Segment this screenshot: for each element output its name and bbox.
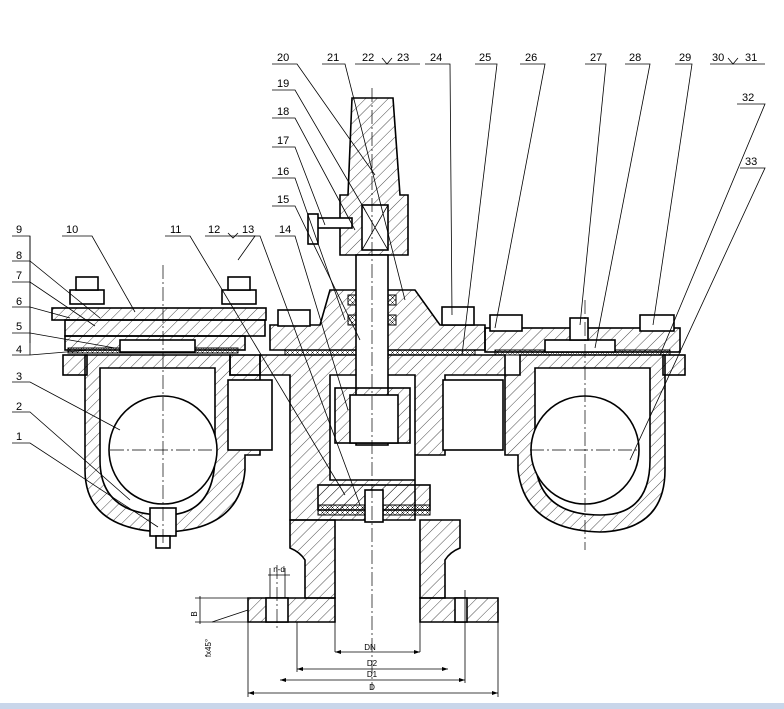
callout-1: 1 (16, 431, 22, 443)
callout-24: 24 (430, 52, 442, 64)
callout-20: 20 (277, 52, 289, 64)
leader-lines (12, 63, 766, 528)
callout-23: 23 (397, 52, 409, 64)
dim-d1: D1 (367, 670, 378, 679)
callout-12: 12 (208, 224, 220, 236)
callout-8: 8 (16, 250, 22, 262)
callout-18: 18 (277, 106, 289, 118)
dim-dn: DN (364, 643, 376, 652)
window-bottom-edge (0, 703, 784, 709)
callout-16: 16 (277, 166, 289, 178)
callout-25: 25 (479, 52, 491, 64)
seat-disks (119, 317, 616, 353)
dim-d: D (369, 683, 375, 692)
callout-14: 14 (279, 224, 291, 236)
dimension-lines (195, 568, 499, 697)
callout-33: 33 (745, 156, 757, 168)
callout-9: 9 (16, 224, 22, 236)
dim-d2: D2 (367, 659, 378, 668)
callout-19: 19 (277, 78, 289, 90)
callout-29: 29 (679, 52, 691, 64)
bracket-30-31 (727, 57, 739, 65)
callout-10: 10 (66, 224, 78, 236)
callout-13: 13 (242, 224, 254, 236)
callout-17: 17 (277, 135, 289, 147)
callout-15: 15 (277, 194, 289, 206)
callout-30: 30 (712, 52, 724, 64)
callout-26: 26 (525, 52, 537, 64)
callout-5: 5 (16, 321, 22, 333)
callout-31: 31 (745, 52, 757, 64)
dim-b: B (190, 611, 199, 616)
bracket-12-13 (227, 232, 239, 239)
center-lines (110, 88, 640, 690)
callout-3: 3 (16, 371, 22, 383)
valve-body (62, 354, 686, 623)
callout-22: 22 (362, 52, 374, 64)
dim-chamfer: fx45° (204, 639, 213, 657)
callout-11: 11 (170, 224, 181, 236)
callout-labels: 1 2 3 4 5 6 7 8 9 10 11 12 13 14 15 16 1… (16, 52, 757, 443)
callout-32: 32 (742, 92, 754, 104)
bracket-22-23 (381, 57, 393, 65)
callout-28: 28 (629, 52, 641, 64)
callout-4: 4 (16, 344, 22, 356)
callout-6: 6 (16, 296, 22, 308)
callout-27: 27 (590, 52, 602, 64)
callout-7: 7 (16, 270, 22, 282)
callout-2: 2 (16, 401, 22, 413)
callout-21: 21 (327, 52, 339, 64)
dim-holes: n-d (273, 565, 285, 574)
